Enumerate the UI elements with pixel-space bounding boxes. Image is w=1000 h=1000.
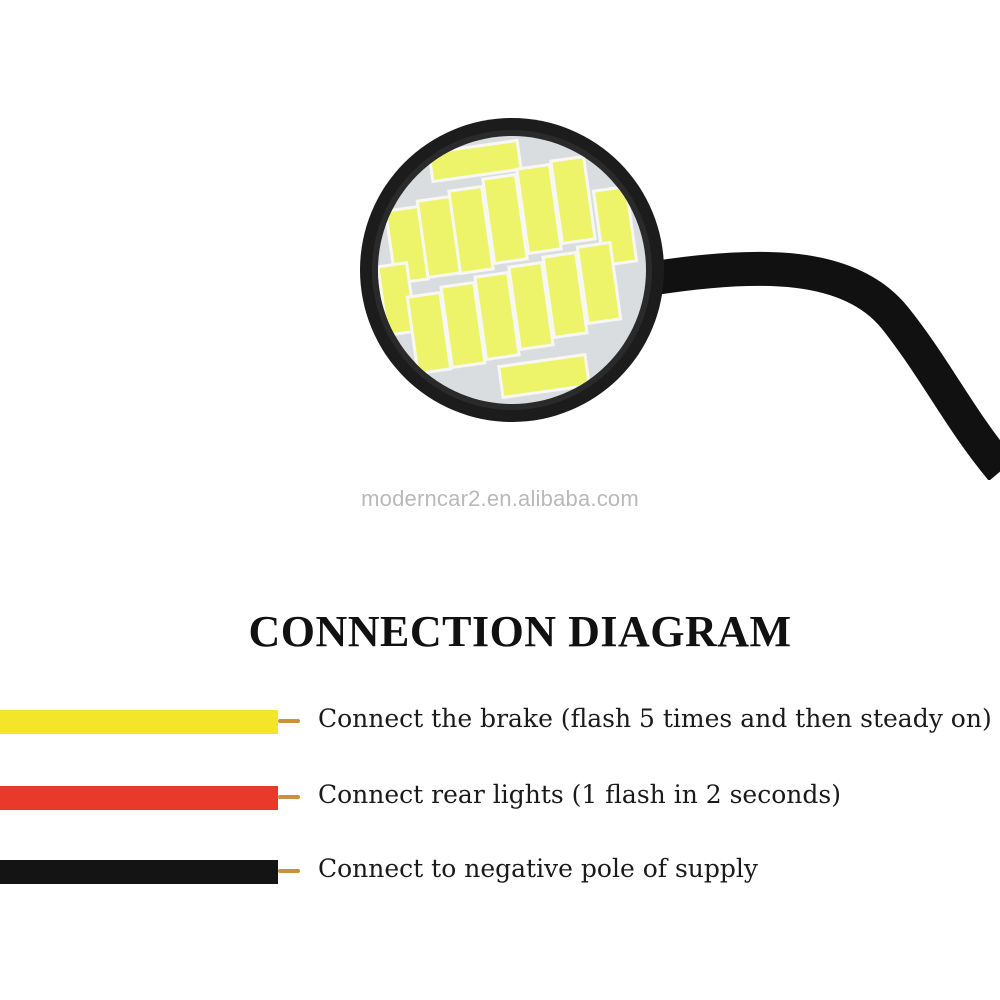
wire-brake: Connect the brake (flash 5 times and the… (0, 704, 1000, 738)
led-bulb-illustration (360, 118, 1000, 480)
wire-label-negative: Connect to negative pole of supply (318, 854, 759, 883)
black-wire (0, 860, 278, 884)
wire-label-brake: Connect the brake (flash 5 times and the… (318, 704, 992, 733)
watermark: moderncar2.en.alibaba.com (361, 486, 639, 511)
led-chip (484, 176, 526, 262)
yellow-wire (0, 710, 278, 734)
led-chip (408, 294, 450, 372)
led-chip (500, 356, 588, 396)
led-chip (442, 284, 484, 366)
wire-tip (278, 795, 300, 799)
led-chip (379, 264, 415, 334)
led-cable (652, 251, 1000, 480)
led-chip (510, 264, 552, 348)
led-chip (544, 254, 586, 336)
led-chip (418, 198, 460, 276)
led-chip (476, 274, 518, 358)
wire-tip (278, 719, 300, 723)
wire-rear-lights: Connect rear lights (1 flash in 2 second… (0, 780, 1000, 814)
led-chip (518, 166, 560, 252)
led-chip (552, 158, 594, 242)
led-chip-array (378, 138, 639, 400)
diagram-title: CONNECTION DIAGRAM (248, 607, 792, 656)
led-chip (578, 244, 620, 322)
wire-label-rear-lights: Connect rear lights (1 flash in 2 second… (318, 780, 841, 809)
wire-negative: Connect to negative pole of supply (0, 854, 1000, 888)
led-chip (450, 188, 492, 272)
wire-tip (278, 869, 300, 873)
led-chip (430, 142, 520, 180)
red-wire (0, 786, 278, 810)
